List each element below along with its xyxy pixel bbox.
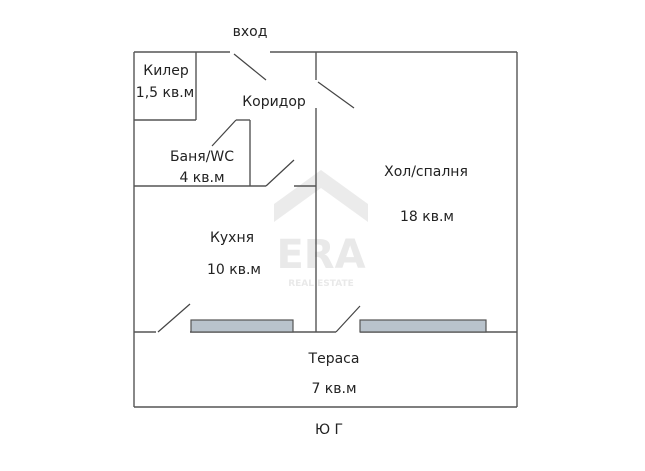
storage-room-area: 1,5 кв.м (136, 85, 194, 101)
kitchen-area: 10 кв.м (207, 262, 261, 278)
terrace-area: 7 кв.м (311, 381, 356, 397)
svg-text:ERA: ERA (276, 232, 365, 278)
living-room-door (317, 81, 355, 109)
outer-walls (133, 51, 518, 408)
kitchen-name: Кухня (210, 230, 254, 246)
entrance-door (233, 53, 267, 81)
terrace-name: Тераса (308, 351, 360, 367)
living-room-window (359, 319, 487, 333)
interior-walls (134, 52, 517, 333)
era-watermark-logo: ERA REAL ESTATE (274, 170, 368, 289)
bathroom-door (211, 119, 237, 147)
kitchen-terrace-door (157, 303, 191, 333)
doors (157, 53, 361, 333)
kitchen-window (190, 319, 294, 333)
living-room-name: Хол/спалня (384, 164, 468, 180)
living-room-area: 18 кв.м (400, 209, 454, 225)
storage-room-name: Килер (143, 63, 189, 79)
kitchen-door (265, 159, 295, 187)
bathroom-name: Баня/WC (170, 149, 234, 165)
entrance-label: вход (233, 24, 268, 40)
living-terrace-door (335, 305, 361, 333)
orientation-label: Ю Г (315, 422, 343, 438)
corridor-name: Коридор (242, 94, 306, 110)
svg-text:REAL ESTATE: REAL ESTATE (288, 279, 354, 289)
bathroom-area: 4 кв.м (179, 170, 224, 186)
